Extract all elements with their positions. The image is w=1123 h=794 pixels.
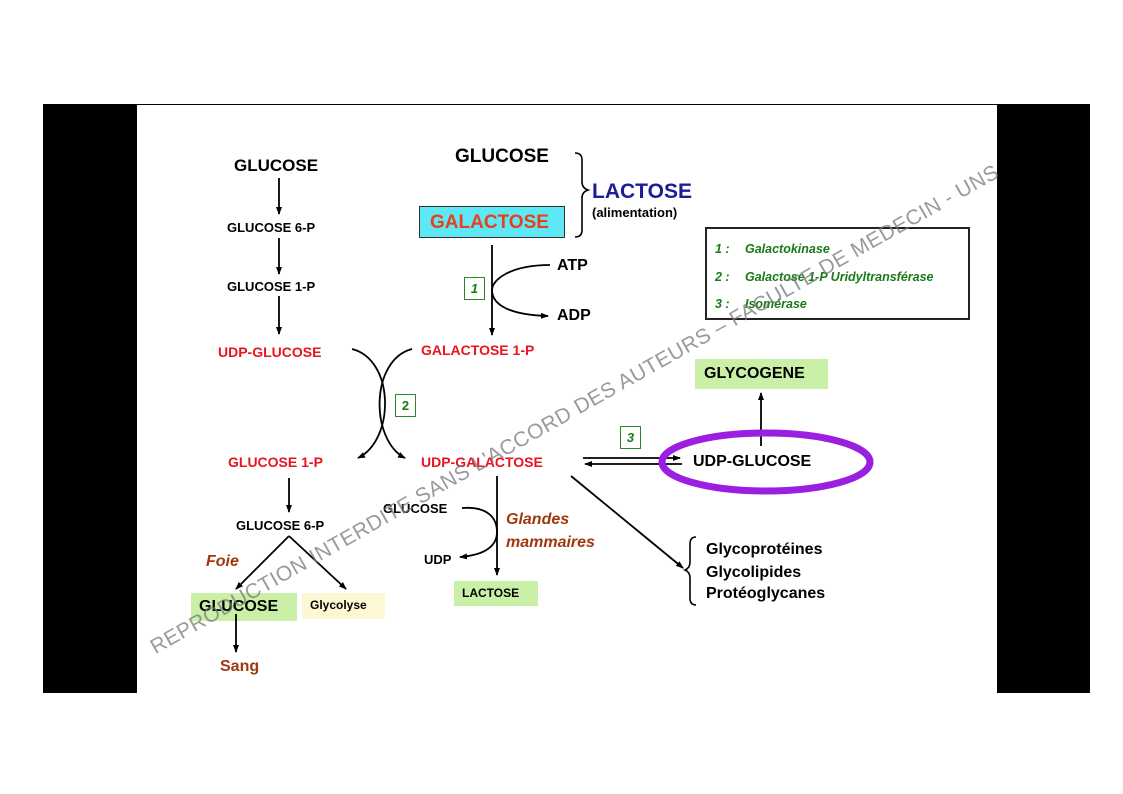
left-letterbox-bar [43,104,137,693]
legend-num: 3 : [715,297,730,311]
arrow-gal1p-to-udpgalactose [378,348,413,459]
adp-label: ADP [557,307,591,324]
lactose-product-box [454,581,538,606]
lactose-label: LACTOSE [592,180,692,203]
lactose-product-label: LACTOSE [462,586,520,600]
glycolyse-box [302,593,385,619]
liver-glucose-6p-label: GLUCOSE 6-P [236,518,325,533]
arrow-udpgalactose-to-products [570,475,684,569]
arrow-udpglucose-to-glucose1p [351,348,386,459]
udp-glucose-label: UDP-GLUCOSE [693,453,812,470]
galactose-1p-label: GALACTOSE 1-P [421,342,535,358]
glycolyse-label: Glycolyse [310,598,367,612]
udp-glucose-highlight-ellipse [658,429,874,495]
udp-galactose-label: UDP-GALACTOSE [421,454,543,470]
udp-label: UDP [424,552,452,567]
galactose-label: GALACTOSE [430,212,549,233]
product-proteoglycanes: Protéoglycanes [706,585,826,602]
liver-glucose-label: GLUCOSE [199,598,279,615]
mammary-glucose-label: GLUCOSE [383,501,448,516]
arrow-g6p-to-glucose-liver [235,535,290,590]
liver-glucose-box [191,593,297,621]
atp-label: ATP [557,257,588,274]
enzyme-2-badge: 2 [395,394,416,417]
glucose-udp-curve [459,507,498,560]
atp-curve [491,264,551,291]
legend-enzyme: Isomérase [745,297,807,311]
left-udp-glucose-label: UDP-GLUCOSE [218,344,322,360]
legend-enzyme: Galactose 1-P Uridyltransférase [745,270,934,284]
foie-label: Foie [206,553,239,570]
adp-curve [491,289,549,319]
mammaires-label: mammaires [506,534,595,551]
legend-num: 2 : [715,270,730,284]
lactose-brace [574,152,591,238]
glycogene-label: GLYCOGENE [704,365,805,382]
left-glucose-1p-label: GLUCOSE 1-P [227,279,316,294]
sang-label: Sang [220,658,260,675]
glycogene-box [695,359,828,389]
left-glucose-label: GLUCOSE [234,156,319,175]
legend-row-2: 2 : Galactose 1-P Uridyltransférase [715,270,934,284]
legend-num: 1 : [715,242,730,256]
top-glucose-label: GLUCOSE [455,146,549,167]
left-glucose-6p-label: GLUCOSE 6-P [227,220,316,235]
alimentation-label: (alimentation) [592,205,678,220]
legend-enzyme: Galactokinase [745,242,830,256]
arrow-g6p-to-glycolyse [288,535,347,590]
products-brace [682,536,697,606]
legend-row-1: 1 : Galactokinase [715,242,830,256]
galactose-box [419,206,565,238]
glandes-label: Glandes [506,511,570,528]
slide-top-border [137,104,997,105]
center-glucose-1p-label: GLUCOSE 1-P [228,454,323,470]
legend-row-3: 3 : Isomérase [715,297,807,311]
product-glycolipides: Glycolipides [706,564,802,581]
enzyme-1-badge: 1 [464,277,485,300]
enzyme-legend: 1 : Galactokinase 2 : Galactose 1-P Uridyl… [705,227,970,320]
right-letterbox-bar [997,104,1090,693]
product-glycoproteines: Glycoprotéines [706,541,823,558]
enzyme-3-badge: 3 [620,426,641,449]
